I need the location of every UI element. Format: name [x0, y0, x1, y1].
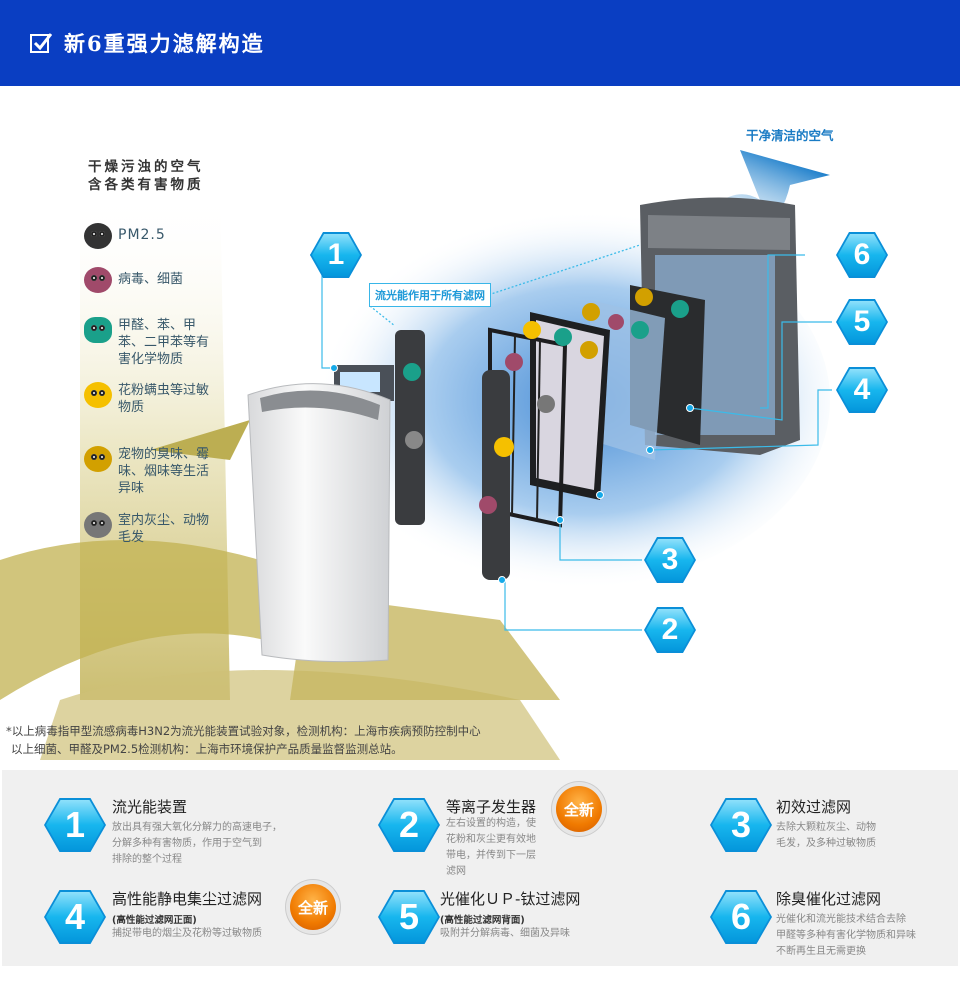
- header-banner: 新6重强力滤解构造: [0, 0, 960, 86]
- marker-number: 3: [646, 539, 694, 581]
- marker-number: 6: [838, 234, 886, 276]
- feature-number: 2: [380, 800, 438, 850]
- footnote: *以上病毒指甲型流感病毒H3N2为流光能装置试验对象，检测机构：上海市疾病预防控…: [6, 722, 481, 758]
- marker-2: 2: [644, 607, 696, 653]
- feature-number: 6: [712, 892, 770, 942]
- feature-desc: 去除大颗粒灰尘、动物毛发，及多种过敏物质: [776, 820, 876, 852]
- new-badge: 全新: [290, 884, 336, 930]
- desc-line: 带电，并传到下一层: [446, 850, 536, 861]
- desc-line: 去除大颗粒灰尘、动物: [776, 822, 876, 833]
- desc-line: 捕捉带电的烟尘及花粉等过敏物质: [112, 928, 262, 939]
- feature-number-badge: 6: [710, 890, 772, 944]
- feature-title: 等离子发生器: [446, 798, 537, 816]
- footnote-line: 以上细菌、甲醛及PM2.5检测机构：上海市环境保护产品质量监督监测总站。: [11, 742, 403, 756]
- feature-title: 除臭催化过滤网: [776, 890, 882, 908]
- feature-desc: 吸附并分解病毒、细菌及异味: [440, 926, 570, 942]
- legend-label: PM2.5: [118, 227, 166, 243]
- feature-number-badge: 5: [378, 890, 440, 944]
- dust-icon: [84, 512, 112, 538]
- legend-label: 病毒、细菌: [118, 272, 184, 287]
- desc-line: 甲醛等多种有害化学物质和异味: [776, 930, 916, 941]
- feature-number-badge: 3: [710, 798, 772, 852]
- desc-line: 毛发，及多种过敏物质: [776, 838, 876, 849]
- legend-item-dust: 室内灰尘、动物毛发: [84, 512, 216, 546]
- features-panel: 1 流光能装置 放出具有强大氧化分解力的高速电子， 分解多种有害物质，作用于空气到…: [2, 770, 958, 966]
- desc-line: 放出具有强大氧化分解力的高速电子，: [112, 822, 282, 833]
- marker-4: 4: [836, 367, 888, 413]
- checkbox-icon: [30, 33, 52, 53]
- clean-air-label: 干净清洁的空气: [746, 128, 834, 143]
- page-title: 新6重强力滤解构造: [64, 31, 265, 56]
- marker-5: 5: [836, 299, 888, 345]
- feature-number-badge: 1: [44, 798, 106, 852]
- legend-label: 甲醛、苯、甲苯、二甲苯等有害化学物质: [118, 318, 210, 367]
- legend-title-line: 含各类有害物质: [88, 177, 204, 193]
- chemical-icon: [84, 317, 112, 343]
- legend-label: 室内灰尘、动物毛发: [118, 513, 210, 545]
- feature-title: 高性能静电集尘过滤网: [112, 890, 263, 908]
- feature-desc: 左右设置的构造，使花粉和灰尘更有效地带电，并传到下一层滤网: [446, 816, 536, 880]
- feature-number: 5: [380, 892, 438, 942]
- virus-icon: [84, 267, 112, 293]
- desc-line: 光催化和流光能技术结合去除: [776, 914, 906, 925]
- marker-6: 6: [836, 232, 888, 278]
- feature-desc: 放出具有强大氧化分解力的高速电子， 分解多种有害物质，作用于空气到排除的整个过程: [112, 820, 282, 868]
- feature-subtitle: (高性能过滤网背面): [440, 915, 525, 926]
- desc-line: 滤网: [446, 866, 466, 877]
- legend-item-odors: 宠物的臭味、霉味、烟味等生活异味: [84, 446, 216, 497]
- feature-title: 流光能装置: [112, 798, 188, 816]
- legend-item-chemicals: 甲醛、苯、甲苯、二甲苯等有害化学物质: [84, 317, 216, 368]
- marker-number: 2: [646, 609, 694, 651]
- desc-line: 分解多种有害物质，作用于空气到: [112, 838, 262, 849]
- feature-title: 初效过滤网: [776, 798, 852, 816]
- filter-diagram: 干燥污浊的空气 含各类有害物质 PM2.5 病毒、细菌 甲醛、苯、甲苯、二甲苯等…: [0, 86, 960, 766]
- odor-icon: [84, 446, 112, 472]
- pm25-particle-icon: [84, 223, 112, 249]
- feature-number: 4: [46, 892, 104, 942]
- feature-desc: 捕捉带电的烟尘及花粉等过敏物质: [112, 926, 262, 942]
- marker-3: 3: [644, 537, 696, 583]
- desc-line: 花粉和灰尘更有效地: [446, 834, 536, 845]
- legend-item-pm25: PM2.5: [84, 223, 218, 249]
- marker-number: 4: [838, 369, 886, 411]
- feature-desc: 光催化和流光能技术结合去除甲醛等多种有害化学物质和异味不断再生且无需更换: [776, 912, 916, 960]
- legend-item-virus: 病毒、细菌: [84, 267, 218, 293]
- legend-label: 花粉螨虫等过敏物质: [118, 383, 210, 415]
- marker-number: 1: [312, 234, 360, 276]
- desc-line: 排除的整个过程: [112, 854, 182, 865]
- feature-number-badge: 2: [378, 798, 440, 852]
- feature-subtitle: (高性能过滤网正面): [112, 915, 197, 926]
- desc-line: 吸附并分解病毒、细菌及异味: [440, 928, 570, 939]
- allergen-icon: [84, 382, 112, 408]
- marker-number: 5: [838, 301, 886, 343]
- feature-title: 光催化ＵＰ-钛过滤网: [440, 890, 581, 908]
- germ-icons: [403, 288, 689, 514]
- footnote-line: *以上病毒指甲型流感病毒H3N2为流光能装置试验对象，检测机构：上海市疾病预防控…: [6, 724, 481, 738]
- feature-number: 1: [46, 800, 104, 850]
- feature-number-badge: 4: [44, 890, 106, 944]
- legend-title-line: 干燥污浊的空气: [88, 159, 204, 175]
- new-badge: 全新: [556, 786, 602, 832]
- desc-line: 左右设置的构造，使: [446, 818, 536, 829]
- callout-streamer: 流光能作用于所有滤网: [369, 283, 491, 307]
- desc-line: 不断再生且无需更换: [776, 946, 866, 957]
- legend-label: 宠物的臭味、霉味、烟味等生活异味: [118, 447, 210, 496]
- legend-item-allergens: 花粉螨虫等过敏物质: [84, 382, 216, 416]
- legend-title: 干燥污浊的空气 含各类有害物质: [88, 158, 204, 194]
- feature-number: 3: [712, 800, 770, 850]
